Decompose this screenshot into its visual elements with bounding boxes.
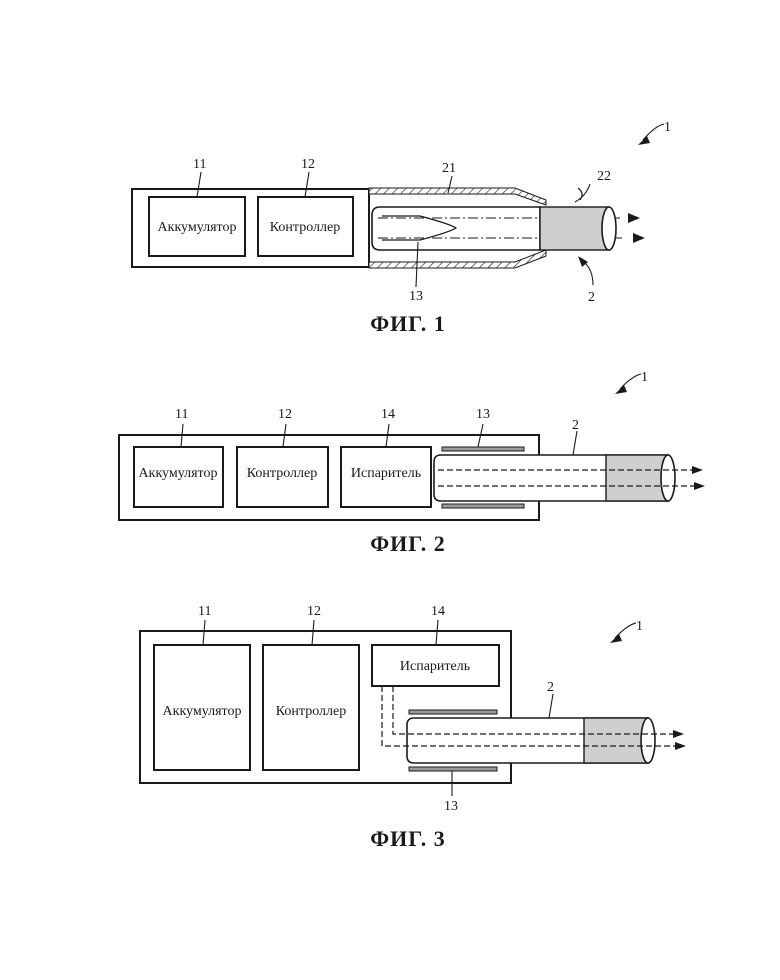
sleeve-wall-top (369, 188, 546, 205)
heater-ref: 13 (476, 407, 490, 422)
airflow-arrow-bottom (694, 482, 705, 490)
device-ref: 1 (636, 619, 643, 634)
controller-ref: 12 (278, 407, 292, 422)
figure-caption: ФИГ. 1 (370, 311, 446, 336)
battery-label: Аккумулятор (139, 466, 218, 481)
sleeve-ref: 21 (442, 161, 456, 176)
heater-plate-top (409, 710, 497, 714)
sleeve-wall-bottom (369, 250, 546, 268)
cigarette-ref: 2 (588, 290, 595, 305)
controller-ref: 12 (301, 157, 315, 172)
device-ref: 1 (664, 120, 671, 135)
controller-label: Контроллер (270, 220, 340, 235)
airflow-arrow-bottom (633, 233, 645, 243)
controller-label: Контроллер (276, 704, 346, 719)
device-ref-arrow (610, 634, 622, 643)
figure-3: 1 Аккумулятор 11 Контроллер 12 Испарител… (140, 604, 686, 851)
airflow-arrow-top (673, 730, 684, 738)
filter-segment (584, 718, 648, 763)
cigarette-ref-leader (549, 694, 553, 718)
battery-ref: 11 (193, 157, 206, 172)
device-ref: 1 (641, 370, 648, 385)
heater-plate-bottom (409, 767, 497, 771)
figure-caption: ФИГ. 3 (370, 826, 446, 851)
heater-ref: 13 (409, 289, 423, 304)
figure-1: 1 Аккумулятор 11 Контроллер 12 21 13 (132, 120, 671, 336)
airflow-arrow-top (628, 213, 640, 223)
battery-ref: 11 (175, 407, 188, 422)
controller-ref: 12 (307, 604, 321, 619)
filter-ref: 22 (597, 169, 611, 184)
cigarette-ref-leader (573, 431, 577, 455)
device-ref-arrow (615, 385, 627, 394)
filter-segment (606, 455, 668, 501)
airflow-arrow-bottom (675, 742, 686, 750)
vaporizer-label: Испаритель (400, 659, 470, 674)
figure-caption: ФИГ. 2 (370, 531, 446, 556)
battery-ref: 11 (198, 604, 211, 619)
cigarette-ref-leader (584, 262, 593, 285)
filter-end (602, 207, 616, 250)
filter-segment (540, 207, 609, 250)
vaporizer-ref: 14 (381, 407, 395, 422)
filter-end (661, 455, 675, 501)
heater-plate-bottom (442, 504, 524, 508)
vaporizer-ref: 14 (431, 604, 445, 619)
heater-plate-top (442, 447, 524, 451)
filter-end (641, 718, 655, 763)
heater-ref: 13 (444, 799, 458, 814)
cigarette-ref: 2 (572, 418, 579, 433)
cigarette-ref: 2 (547, 680, 554, 695)
vaporizer-label: Испаритель (351, 466, 421, 481)
device-ref-arrow (638, 136, 650, 145)
controller-label: Контроллер (247, 466, 317, 481)
battery-label: Аккумулятор (163, 704, 242, 719)
figure-2: 1 Аккумулятор 11 Контроллер 12 Испарител… (119, 370, 705, 556)
battery-label: Аккумулятор (158, 220, 237, 235)
airflow-arrow-top (692, 466, 703, 474)
